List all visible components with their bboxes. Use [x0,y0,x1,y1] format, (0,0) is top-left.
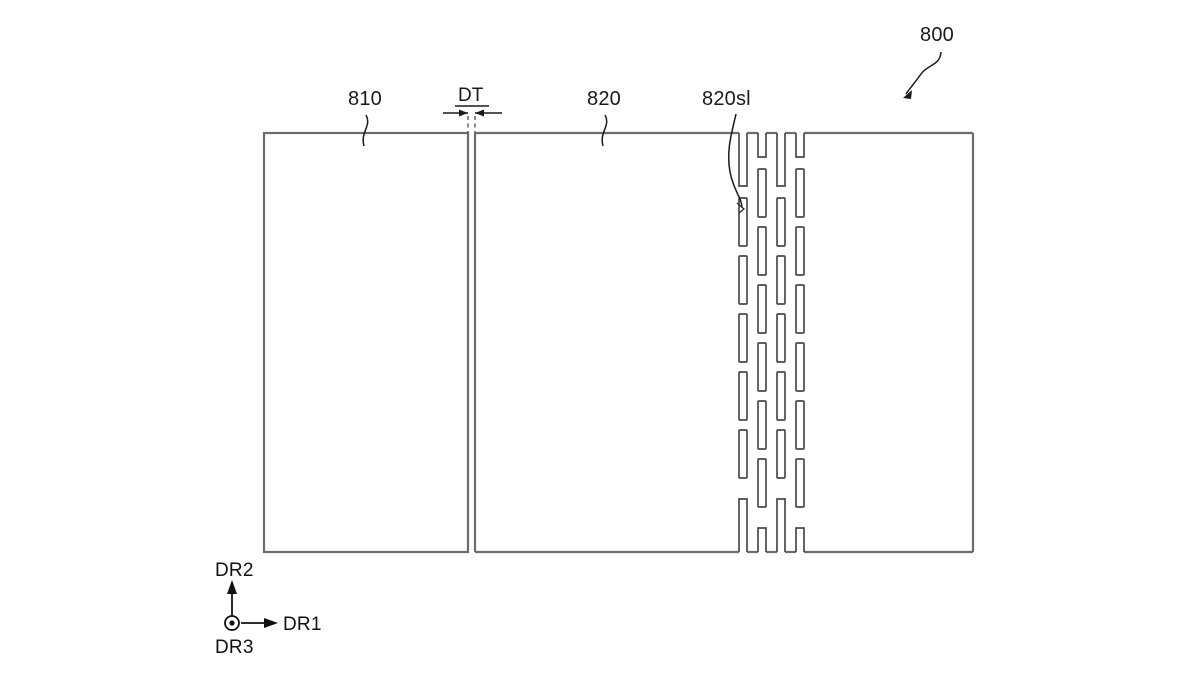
slit-column-2 [757,133,767,552]
gap-dimension-label: DT [458,85,484,106]
leader-800 [905,51,942,95]
leader-820sl-arrowhead [736,202,746,214]
direction-indicator: DR2 DR1 DR3 [215,560,322,658]
dr3-dot-icon [229,620,235,626]
dr2-arrowhead [227,580,237,594]
slit-column-3 [776,133,786,552]
dr1-arrowhead [264,618,278,628]
figure-number-label: 800 [920,24,954,46]
leader-820 [601,114,608,147]
leader-800-arrowhead [903,90,912,99]
left-panel-810 [262,131,470,554]
right-panel-label: 820 [587,88,621,110]
slit-column-1 [738,133,748,552]
dim-arrow-left [459,109,468,117]
dr1-label: DR1 [283,614,322,635]
leader-820sl [727,113,743,209]
leader-810 [362,114,369,147]
dim-arrow-right [475,109,484,117]
dr2-label: DR2 [215,560,254,581]
left-panel-label: 810 [348,88,382,110]
right-panel-820 [473,131,975,554]
slit-label: 820sl [702,88,751,110]
slit-column-4 [795,133,805,552]
dr3-label: DR3 [215,637,254,658]
